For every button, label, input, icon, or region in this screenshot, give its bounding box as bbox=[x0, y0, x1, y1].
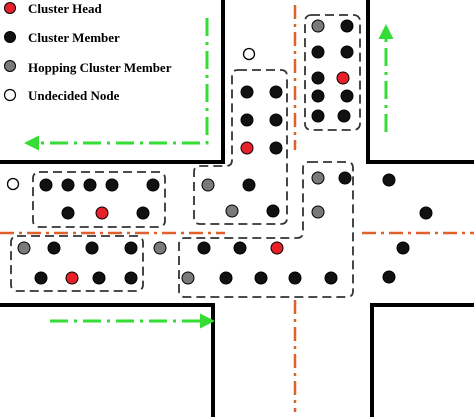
legend-undecided-label: Undecided Node bbox=[28, 88, 120, 103]
hopping-member-node bbox=[225, 204, 239, 218]
cluster-member-node bbox=[34, 271, 48, 285]
cluster-member-node bbox=[92, 271, 106, 285]
cluster-member-node bbox=[396, 241, 410, 255]
cluster-outline-left-lower bbox=[10, 235, 144, 292]
cluster-head-node bbox=[95, 206, 109, 220]
cluster-member-node bbox=[83, 178, 97, 192]
cluster-outlines bbox=[10, 14, 361, 298]
road-edge-top-left bbox=[0, 0, 225, 164]
cluster-member-node bbox=[269, 141, 283, 155]
legend-cluster-member-label: Cluster Member bbox=[28, 30, 120, 45]
network-nodes bbox=[6, 19, 433, 285]
cluster-outline-bottom-l bbox=[178, 161, 354, 298]
cluster-member-node bbox=[340, 89, 354, 103]
hopping-member-node bbox=[181, 271, 195, 285]
cluster-member-node bbox=[419, 206, 433, 220]
cluster-member-node bbox=[338, 171, 352, 185]
cluster-outline-left-upper bbox=[32, 171, 166, 228]
cluster-member-node bbox=[124, 241, 138, 255]
cluster-outline-top-right bbox=[304, 14, 361, 131]
cluster-member-node bbox=[311, 71, 325, 85]
cluster-member-node bbox=[233, 241, 247, 255]
cluster-member-node bbox=[382, 270, 396, 284]
cluster-member-node bbox=[266, 204, 280, 218]
hopping-member-node bbox=[311, 171, 325, 185]
legend-cluster-head-label: Cluster Head bbox=[28, 1, 103, 16]
legend-cluster-head-marker bbox=[4, 2, 16, 14]
legend-cluster-member-marker bbox=[4, 31, 16, 43]
hopping-member-node bbox=[311, 205, 325, 219]
cluster-member-node bbox=[382, 173, 396, 187]
legend-background bbox=[0, 0, 200, 106]
cluster-member-node bbox=[340, 19, 354, 33]
hopping-member-node bbox=[311, 19, 325, 33]
legend-undecided-marker bbox=[3, 88, 17, 102]
cluster-member-node bbox=[288, 271, 302, 285]
cluster-member-node bbox=[47, 241, 61, 255]
hopping-member-node bbox=[17, 241, 31, 255]
cluster-member-node bbox=[337, 109, 351, 123]
legend: Cluster Head Cluster Member Hopping Clus… bbox=[0, 0, 200, 106]
cluster-head-node bbox=[65, 271, 79, 285]
cluster-member-node bbox=[311, 109, 325, 123]
cluster-member-node bbox=[197, 241, 211, 255]
cluster-member-node bbox=[219, 271, 233, 285]
cluster-head-node bbox=[336, 71, 350, 85]
cluster-head-node bbox=[270, 241, 284, 255]
cluster-member-node bbox=[311, 89, 325, 103]
legend-hopping-member-marker bbox=[4, 60, 16, 72]
lane-dividers bbox=[0, 5, 474, 412]
road-edge-bottom-left bbox=[0, 303, 215, 417]
road-edge-top-right bbox=[366, 0, 474, 164]
cluster-member-node bbox=[39, 178, 53, 192]
cluster-member-node bbox=[269, 85, 283, 99]
cluster-member-node bbox=[85, 241, 99, 255]
cluster-member-node bbox=[105, 178, 119, 192]
undecided-node bbox=[242, 47, 256, 61]
cluster-member-node bbox=[240, 113, 254, 127]
cluster-member-node bbox=[136, 206, 150, 220]
cluster-member-node bbox=[324, 271, 338, 285]
cluster-member-node bbox=[61, 178, 75, 192]
direction-arrows bbox=[24, 18, 394, 329]
cluster-member-node bbox=[242, 178, 256, 192]
cluster-member-node bbox=[146, 178, 160, 192]
cluster-member-node bbox=[240, 85, 254, 99]
cluster-member-node bbox=[124, 271, 138, 285]
cluster-member-node bbox=[269, 113, 283, 127]
cluster-outline-center-l bbox=[193, 69, 288, 225]
legend-hopping-member-label: Hopping Cluster Member bbox=[28, 60, 172, 75]
undecided-node bbox=[6, 177, 20, 191]
hopping-member-node bbox=[201, 178, 215, 192]
cluster-member-node bbox=[61, 206, 75, 220]
hopping-member-node bbox=[153, 241, 167, 255]
cluster-member-node bbox=[340, 45, 354, 59]
arrow-left-turn bbox=[24, 18, 209, 151]
road-edge-bottom-right bbox=[370, 303, 474, 417]
cluster-head-node bbox=[240, 141, 254, 155]
cluster-member-node bbox=[311, 45, 325, 59]
cluster-member-node bbox=[254, 271, 268, 285]
